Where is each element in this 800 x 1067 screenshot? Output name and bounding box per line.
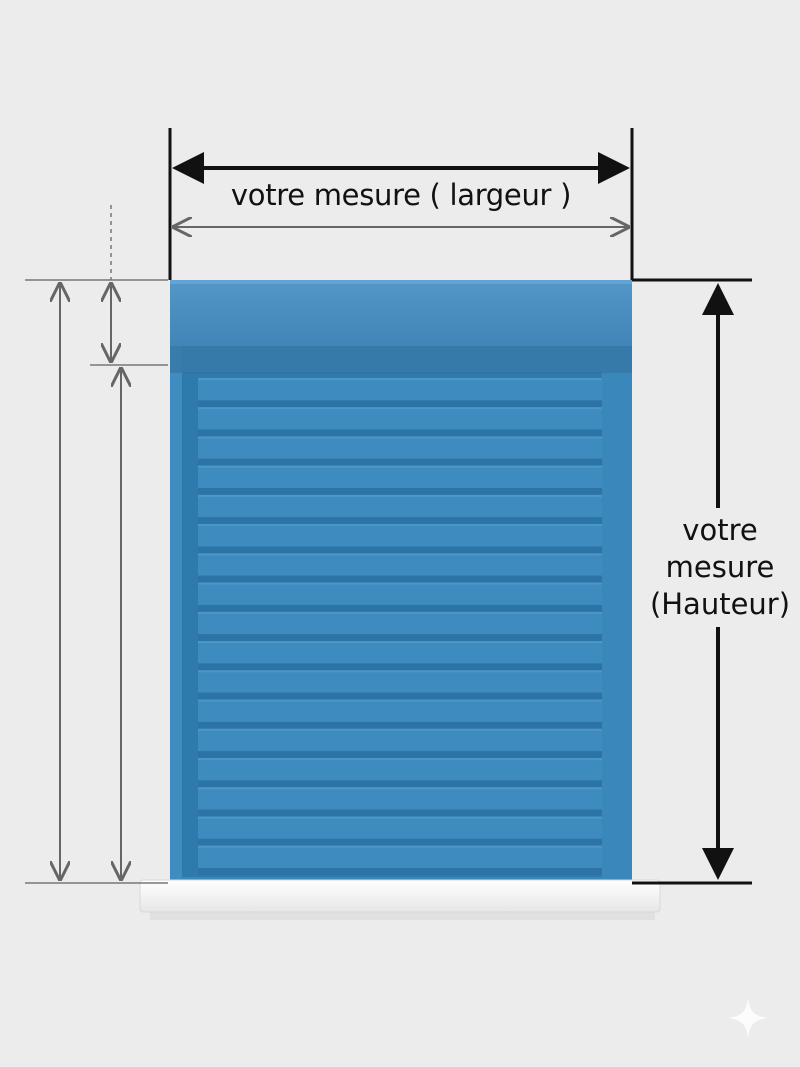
shutter-top-shadow	[170, 345, 632, 373]
width-measure-label: votre mesure ( largeur )	[230, 178, 572, 212]
shutter-slat-groove	[198, 838, 602, 846]
shutter-box-highlight	[170, 280, 632, 284]
shutter-slat-groove	[198, 780, 602, 788]
shutter-slat-groove	[198, 575, 602, 583]
shutter-slat-highlight	[198, 553, 602, 556]
sparkle-icon	[728, 998, 768, 1038]
shutter-slat-highlight	[198, 465, 602, 468]
shutter-slat-groove	[198, 458, 602, 466]
shutter-slat-groove	[198, 546, 602, 554]
shutter-slat-groove	[198, 751, 602, 759]
shutter-slat-groove	[198, 517, 602, 525]
shutter-slat-groove	[198, 634, 602, 642]
height-label-line-2: mesure	[665, 550, 775, 584]
shutter-slat-highlight	[198, 758, 602, 761]
shutter-slat-groove	[198, 400, 602, 408]
shutter-slat-highlight	[198, 699, 602, 702]
shutter-slat-highlight	[198, 728, 602, 731]
shutter-slat-highlight	[198, 611, 602, 614]
shutter-left-rail	[170, 345, 182, 880]
shutter-slat-groove	[198, 429, 602, 437]
shutter-slat-groove	[198, 692, 602, 700]
shutter-slat-highlight	[198, 670, 602, 673]
height-label-line-3: (Hauteur)	[649, 587, 791, 621]
height-label-line-1: votre	[682, 513, 758, 547]
shutter-slat-groove	[198, 868, 602, 875]
shutter-slats	[198, 378, 602, 875]
shutter-slat-highlight	[198, 378, 602, 380]
shutter-slat-highlight	[198, 407, 602, 410]
shutter-slat-highlight	[198, 436, 602, 439]
shutter-slat-groove	[198, 604, 602, 612]
sill-shadow	[150, 912, 655, 920]
shutter-slat-highlight	[198, 524, 602, 527]
shutter-slat-highlight	[198, 641, 602, 644]
shutter-slat-highlight	[198, 582, 602, 585]
shutter-slat-groove	[198, 663, 602, 671]
shutter-slat-groove	[198, 487, 602, 495]
shutter-slat-highlight	[198, 816, 602, 819]
shutter-slat-groove	[198, 809, 602, 817]
shutter-slat-groove	[198, 721, 602, 729]
shutter-slat-highlight	[198, 494, 602, 497]
shutter-slat-highlight	[198, 845, 602, 848]
shutter-slat-highlight	[198, 787, 602, 790]
shutter-box	[170, 280, 632, 346]
shutter-right-rail	[602, 345, 632, 880]
window-sill	[139, 879, 661, 913]
height-measure-label: votre mesure (Hauteur)	[640, 508, 800, 627]
